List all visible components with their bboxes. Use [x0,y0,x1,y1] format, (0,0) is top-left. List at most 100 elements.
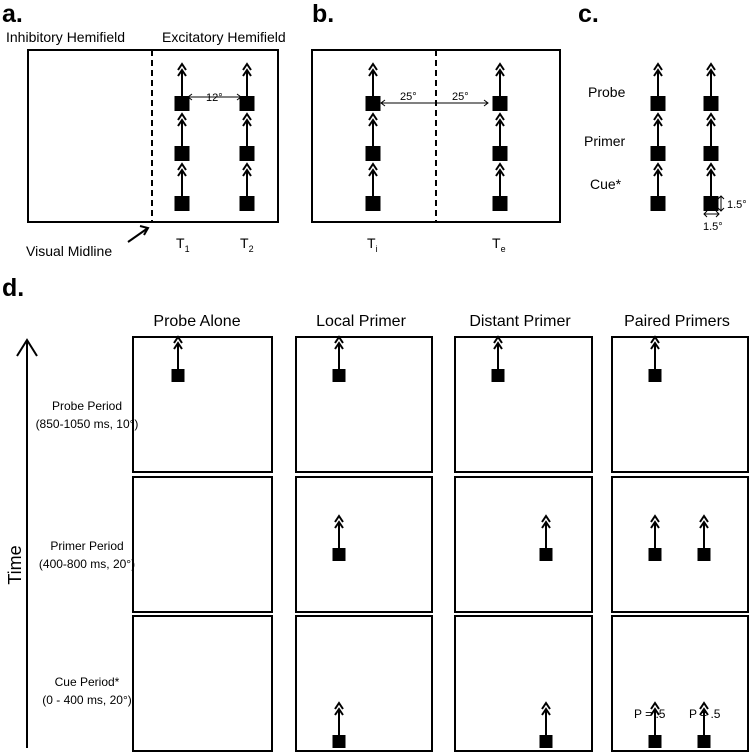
stimulus-square [332,369,346,382]
stimulus-square [703,146,719,161]
panel-d: d. Probe Alone Local Primer Distant Prim… [2,274,749,752]
panel-c-stimulus-col1 [650,163,666,211]
motion-arrow [173,336,183,370]
probe-row-label: Probe [588,84,626,100]
local-cue-stimulus [332,702,346,748]
stimulus-square [492,146,508,161]
motion-arrow [706,163,716,197]
stimulus-square [697,735,711,748]
motion-arrow [495,113,505,147]
cell-primer-distant-primer [454,476,593,613]
panel-b-stimulus-col2 [492,63,508,111]
time-axis-arrowhead [16,338,38,357]
time-label: Time [5,545,25,584]
stimulus-square [174,146,190,161]
motion-arrow [653,163,663,197]
cue-period-name: Cue Period* [55,675,120,689]
paired-cue-right-stimulus [697,702,711,748]
panel-c-stimuli [650,63,719,211]
panel-c-stimulus-col1 [650,113,666,161]
excitatory-hemifield-label: Excitatory Hemifield [162,29,286,45]
panel-b-stimulus-col1 [365,113,381,161]
probe-stimulus [648,336,662,382]
panel-b-stimulus-col1 [365,63,381,111]
motion-arrow [699,515,709,549]
motion-arrow [177,63,187,97]
panel-a-stimulus-col1 [174,163,190,211]
stimulus-square [171,369,185,382]
panel-a-stimulus-col2 [239,63,255,111]
stimulus-square [492,96,508,111]
panel-c: c. Probe Primer Cue* 1.5° 1.5° [578,0,747,233]
panel-a-stimulus-col1 [174,113,190,161]
cell-primer-local-primer [295,476,433,613]
paired-cue-left-stimulus [648,702,662,748]
column-title-distant-primer: Distant Primer [469,313,571,330]
te-label: Te [492,235,506,254]
panel-a-stimulus-col1 [174,63,190,111]
panel-c-letter: c. [578,0,599,28]
panel-b-stimulus-col1 [365,163,381,211]
stimulus-square [539,735,553,748]
panel-b: b. 25° 25° Ti Te [311,0,561,254]
stimulus-square [239,196,255,211]
motion-arrow [177,113,187,147]
stimulus-square [648,548,662,561]
panel-b-letter: b. [312,0,334,28]
column-title-local-primer: Local Primer [316,313,406,330]
local-primer-stimulus [332,515,346,561]
primer-period-detail: (400-800 ms, 20°) [39,557,135,571]
panel-c-stimulus-col2 [703,163,719,211]
motion-arrow [650,336,660,370]
inhibitory-hemifield-label: Inhibitory Hemifield [6,29,125,45]
stimulus-square [239,146,255,161]
probe-period-detail: (850-1050 ms, 10°) [36,417,139,431]
cell-cue-distant-primer [454,615,593,752]
panel-c-stimulus-col2 [703,63,719,111]
cell-probe-probe-alone [132,336,273,473]
stimulus-square [332,735,346,748]
primer-period-name: Primer Period [50,539,123,553]
column-title-paired-primers: Paired Primers [624,313,730,330]
probe-period-name: Probe Period [52,399,122,413]
motion-arrow [368,113,378,147]
panel-a-letter: a. [2,0,23,28]
panel-b-stimulus-col2 [492,163,508,211]
stimulus-square [365,146,381,161]
stimulus-square [648,735,662,748]
cell-cue-local-primer [295,615,433,752]
stimulus-square [239,96,255,111]
panel-b-stimuli [365,63,508,211]
motion-arrow [334,702,344,736]
time-label-backdrop [4,530,24,600]
motion-arrow [541,702,551,736]
motion-arrow [653,63,663,97]
stimulus-square [174,196,190,211]
stimulus-square [650,146,666,161]
motion-arrow [495,163,505,197]
panel-a-stimuli [174,63,255,211]
size-horizontal-label: 1.5° [703,221,723,233]
panel-b-stimulus-col2 [492,113,508,161]
midline-pointer-arrow [127,227,149,243]
probability-right-label: P = .5 [689,707,721,721]
stimulus-square [697,548,711,561]
panel-c-stimulus-col2 [703,113,719,161]
motion-arrow [242,113,252,147]
primer-row-label: Primer [584,133,626,149]
motion-arrow [242,63,252,97]
paired-primer-left-stimulus [648,515,662,561]
motion-arrow [706,113,716,147]
stimulus-square [492,196,508,211]
column-title-probe-alone: Probe Alone [153,313,240,330]
panel-a-stimulus-col2 [239,113,255,161]
panel-a-stimulus-col2 [239,163,255,211]
distant-primer-stimulus [539,515,553,561]
motion-arrow [706,63,716,97]
visual-midline-label: Visual Midline [26,243,112,259]
panel-b-left-spacing: 25° [400,91,417,103]
cell-cue-paired-primers [611,615,749,752]
motion-arrow [177,163,187,197]
distant-cue-stimulus [539,702,553,748]
panel-b-right-spacing: 25° [452,91,469,103]
